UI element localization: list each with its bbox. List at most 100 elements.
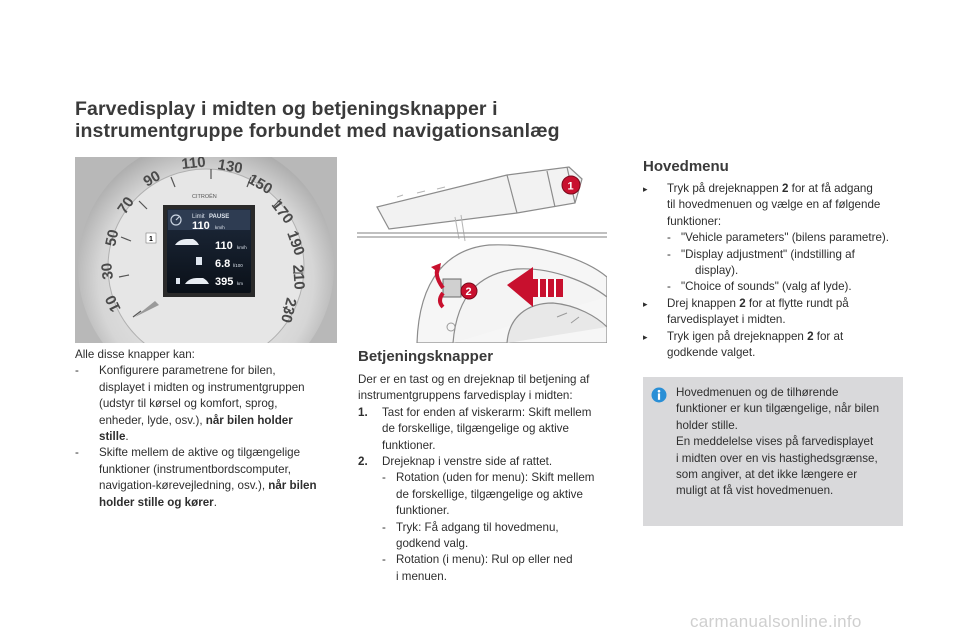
pause-label: PAUSE [209,214,229,220]
menu-option-display-adjustment-line-1: "Display adjustment" (indstilling af [681,247,855,261]
number-marker-2: 2. [358,455,368,469]
svg-text:l/100: l/100 [233,263,243,268]
bullet-marker: ▸ [643,298,648,309]
left-item-1-line-2: displayet i midten og instrumentgruppen [99,380,305,394]
badge-2-label: 2 [466,286,472,298]
steering-controls-illustration: 1 2 [357,157,607,343]
hovedmenu-text: ▸ Tryk på drejeknappen 2 for at få adgan… [643,181,913,361]
svg-text:km: km [237,281,243,286]
badge-2 [460,282,478,300]
left-item-1-line-5: stille. [99,430,129,444]
sub-item-2-line-1: Tryk: Få adgang til hovedmenu, [396,520,559,534]
left-item-2-line-2: funktioner (instrumentbordscomputer, [99,462,292,476]
note-line-4: En meddelelse vises på farvedisplayet [676,435,874,449]
info-note-box [643,377,903,526]
hovedmenu-item-3-line-1: Tryk igen på drejeknappen 2 for at [667,329,844,343]
badge-1 [561,175,581,195]
hovedmenu-heading: Hovedmenu [643,158,729,175]
fuel-pump-icon [196,257,202,265]
range-row: 395 km [176,276,243,288]
svg-text:110: 110 [215,240,233,252]
consumption-row: 6.8 l/100 [196,257,243,270]
item-1-line-1: Tast for enden af viskerarm: Skift melle… [382,405,592,419]
hovedmenu-item-3-line-2: godkende valget. [667,346,756,360]
betjening-intro-line-2: instrumentgruppens farvedisplay i midten… [358,389,573,403]
hovedmenu-item-2-line-1: Drej knappen 2 for at flytte rundt på [667,296,849,310]
steering-wheel [416,244,607,343]
left-column-text: Alle disse knapper kan: - Konfigurere pa… [75,347,345,511]
dash-marker: - [382,520,386,534]
title-line-1: Farvedisplay i midten og betjeningsknapp… [75,98,498,120]
betjeningsknapper-text: Der er en tast og en drejeknap til betje… [358,372,618,585]
note-line-2: funktioner er kun tilgængelige, når bile… [676,402,880,416]
menu-option-vehicle-parameters: "Vehicle parameters" (bilens parametre). [681,231,889,245]
dash-marker: - [75,446,79,460]
badge-1-label: 1 [568,181,574,193]
dash-marker: - [667,280,671,294]
sub-item-1-line-3: funktioner. [396,504,450,518]
speed-needle [135,301,159,317]
note-line-1: Hovedmenuen og de tilhørende [676,386,839,399]
dash-marker: - [382,553,386,567]
left-item-1-line-3: (udstyr til kørsel og komfort, sprog, [99,397,278,411]
sub-item-3-line-2: i menuen. [396,569,447,583]
item-2-line-1: Drejeknap i venstre side af rattet. [382,455,553,469]
note-line-3: holder stille. [676,418,738,432]
speed-mark-130: 130 [216,157,244,177]
speed-mark-210: 210 [289,264,308,290]
menu-option-choice-of-sounds: "Choice of sounds" (valg af lyde). [681,280,852,294]
item-1-line-2: de forskellige, tilgængelige og aktive [382,422,569,436]
title-line-2: instrumentgruppe forbundet med navigatio… [75,120,560,142]
speed-mark-110: 110 [181,157,207,173]
left-intro: Alle disse knapper kan: [75,348,195,361]
dash-marker: - [667,247,671,261]
note-line-7: muligt at få vist hovedmenuen. [676,484,834,498]
watermark: carmanualsonline.info [690,612,862,631]
item-1-line-3: funktioner. [382,438,436,452]
speed-mark-90: 90 [141,167,164,190]
svg-text:395: 395 [215,276,233,288]
dash-marker: - [667,231,671,245]
speed-mark-230: 230 [277,296,300,324]
hovedmenu-item-1-line-3: funktioner: [667,214,722,228]
note-line-5: i midten over en vis hastighedsgrænse, [676,451,878,465]
speed-mark-50: 50 [102,228,122,248]
dash-marker: - [75,364,79,378]
speed-limiter-icon [170,214,182,226]
sub-item-2-line-2: godkend valg. [396,537,469,551]
red-arrow-indicator [507,267,563,307]
car-range-icon [185,278,209,284]
brand-logo: CITROËN [192,193,217,200]
hovedmenu-item-1-line-1: Tryk på drejeknappen 2 for at få adgang [667,182,873,195]
limit-label: Limit [192,214,205,220]
bullet-marker: ▸ [643,184,648,194]
cluster-side-number: 1 [149,236,153,243]
betjening-intro-line-1: Der er en tast og en drejeknap til betje… [358,373,590,386]
left-item-2-line-3: navigation-kørevejledning, osv.), når bi… [99,479,317,493]
hovedmenu-item-1-line-2: til hovedmenuen og vælge en af følgende [667,198,881,212]
left-item-1-line-1: Konfigurere parametrene for bilen, [99,364,276,378]
car-icon [175,239,199,245]
dash-marker: - [382,471,386,485]
bullet-marker: ▸ [643,331,648,342]
sub-item-3-line-1: Rotation (i menu): Rul op eller ned [396,553,573,567]
left-item-1-line-4: enheder, lyde, osv.), når bilen holder [99,413,293,427]
speed-mark-10: 10 [102,292,125,314]
fuel-icon [176,278,180,284]
instrument-cluster-illustration: 110 130 150 170 190 210 230 90 70 50 30 … [75,157,337,343]
info-note-text: Hovedmenuen og de tilhørende funktioner … [676,385,901,500]
sub-item-1-line-1: Rotation (uden for menu): Skift mellem [396,471,595,485]
speed-mark-30: 30 [98,262,117,280]
thumbwheel-control [431,263,462,309]
svg-text:km/h: km/h [237,245,247,250]
betjeningsknapper-heading: Betjeningsknapper [358,348,494,365]
info-icon [651,387,667,403]
cruise-speed-row: 110 km/h [175,239,247,252]
left-item-2-line-1: Skifte mellem de aktive og tilgængelige [99,446,301,460]
menu-option-display-adjustment-line-2: display). [695,264,739,278]
page-title: Farvedisplay i midten og betjeningsknapp… [75,98,635,142]
limit-unit: km/h [215,225,225,230]
note-line-6: som angiver, at det ikke længere er [676,468,858,482]
sub-item-1-line-2: de forskellige, tilgængelige og aktive [396,487,583,501]
number-marker-1: 1. [358,405,368,419]
